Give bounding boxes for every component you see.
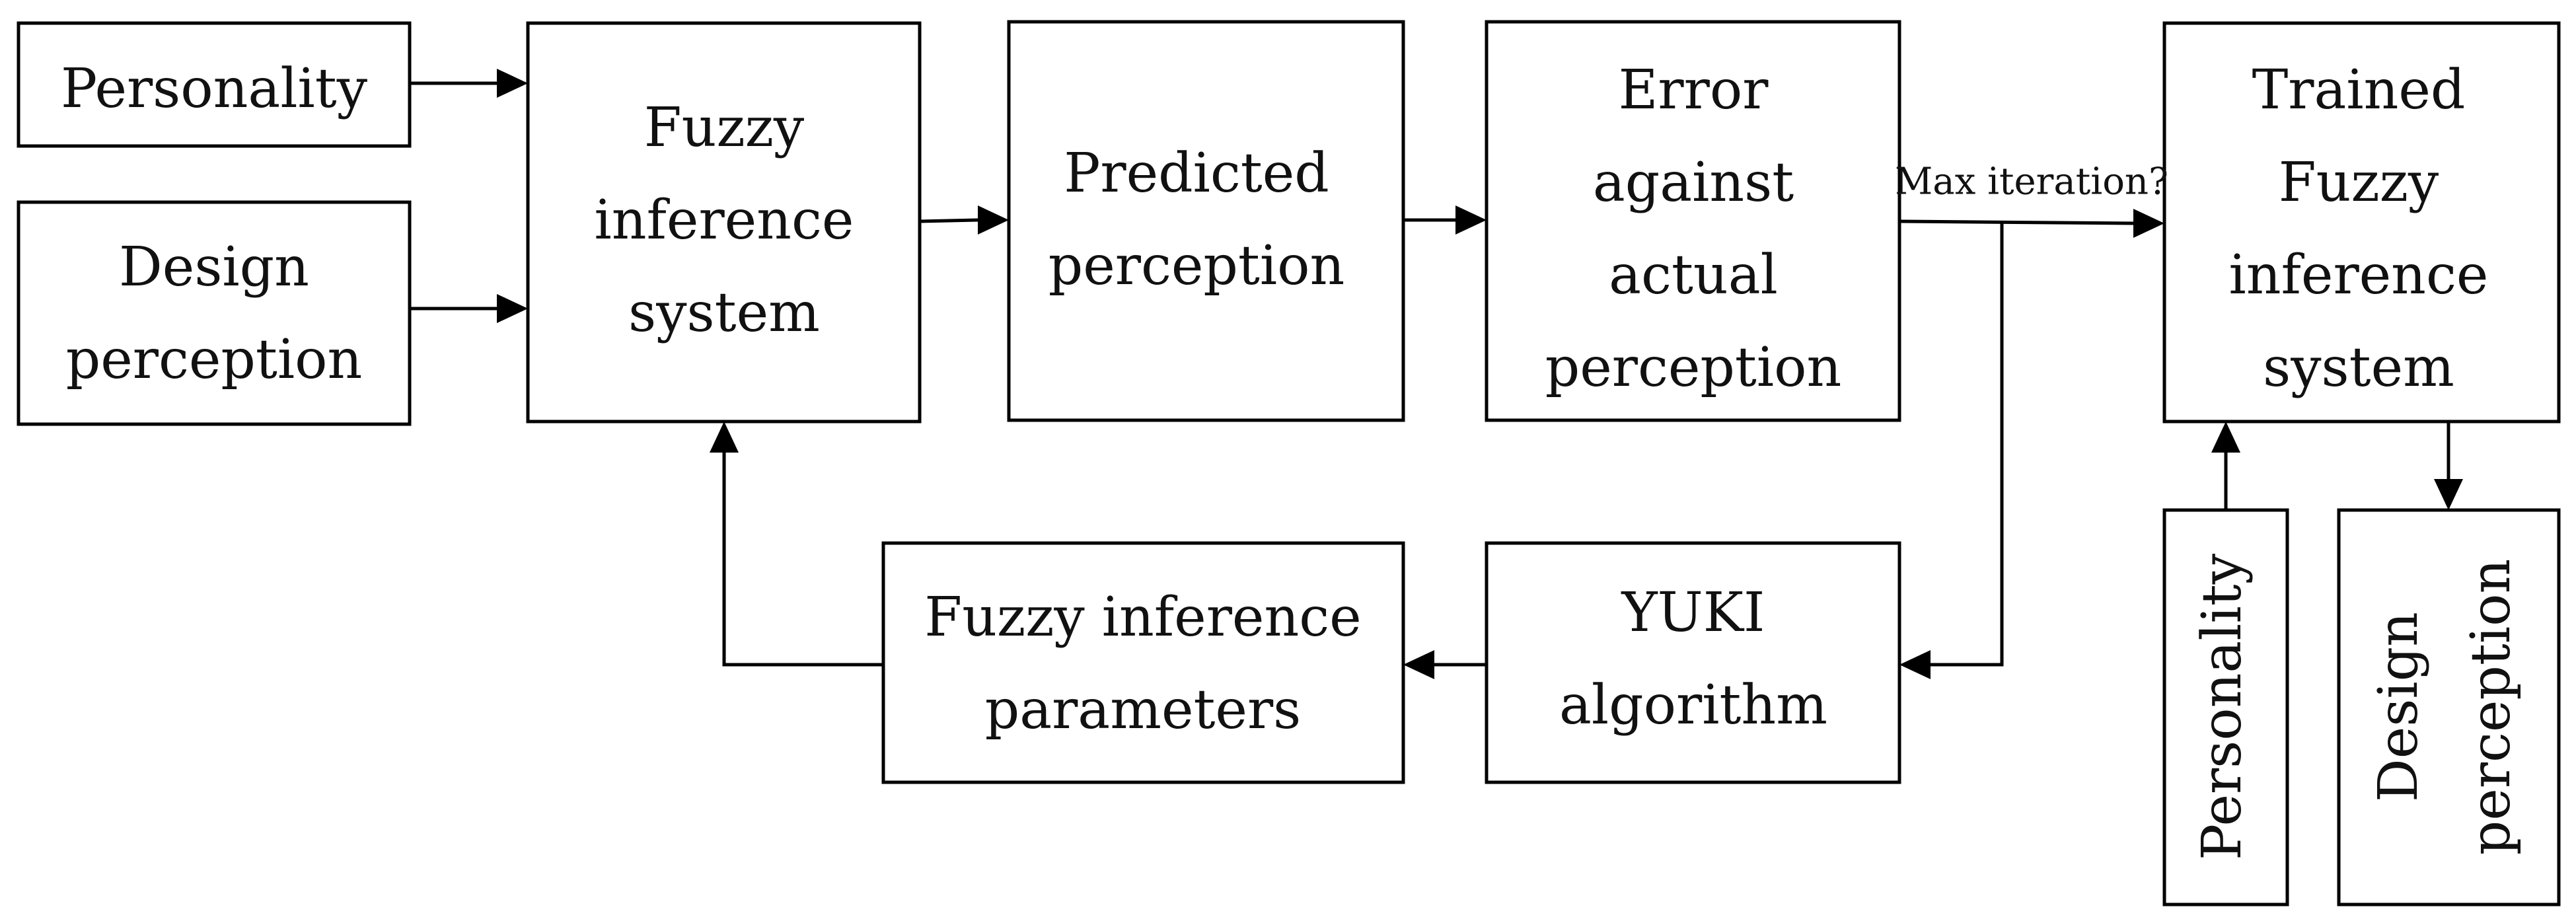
design-perception-input-label: Design perception [66,236,363,391]
arrowhead [2434,479,2463,510]
arrowhead [497,69,528,98]
label-line: against [1593,151,1794,214]
label-line: perception [2460,559,2522,856]
connector-trained-to-design [2434,422,2463,510]
fuzzy-inference-parameters-box: Fuzzy inference parameters [881,541,1405,784]
label-line: perception [1049,235,1345,297]
max-iteration-annotation: Max iteration? [1895,161,2168,203]
predicted-perception-label: Predicted perception [1049,142,1345,297]
arrowhead [1899,650,1931,679]
arrowhead [2211,422,2240,453]
connector-personality-to-fis [410,69,528,98]
connector-error-to-yuki [1899,222,2004,679]
error-against-actual-box: Error against actual perception [1485,20,1901,422]
fuzzy-inference-parameters-label: Fuzzy inference parameters [924,586,1361,741]
label-line: parameters [985,679,1302,741]
fuzzy-inference-system-label: Fuzzy inference system [595,96,854,344]
label-line: Personality [61,57,368,120]
connector-personality-to-trained [2211,422,2240,510]
yuki-algorithm-box: YUKI algorithm [1485,541,1901,784]
label-line: Design [119,236,309,299]
label-line: inference [595,189,854,252]
fuzzy-inference-system-box: Fuzzy inference system [526,21,922,424]
label-line: inference [2229,244,2489,307]
connector-parameters-to-fis [710,422,883,667]
arrowhead [497,294,528,323]
label-line: algorithm [1559,674,1827,737]
predicted-perception-box: Predicted perception [1007,20,1405,422]
label-line: system [628,281,820,344]
personality-input-label: Personality [61,57,368,120]
personality-output-label: Personality [2191,553,2254,860]
label-line: Design [2367,612,2430,802]
label-line: Trained [2252,59,2466,122]
label-line: Personality [2191,553,2254,860]
arrowhead [2133,209,2164,238]
yuki-algorithm-label: YUKI algorithm [1559,581,1827,737]
label-line: Fuzzy inference [924,586,1361,649]
label-line: actual [1609,244,1778,307]
label-line: perception [66,328,363,391]
error-against-actual-label: Error against actual perception [1545,59,1842,399]
personality-input-box: Personality [17,21,412,148]
personality-output-box: Personality [2162,508,2289,906]
arrowhead [978,205,1009,235]
label-line: perception [1545,336,1842,399]
design-perception-input-box: Design perception [17,200,412,426]
design-perception-output-label: Design perception [2367,559,2522,856]
label-line: Error [1619,59,1769,122]
connector-design-to-fis [410,294,528,323]
label-line: Fuzzy [2279,151,2439,214]
label-line: Predicted [1064,142,1329,205]
label-line: Fuzzy [644,96,805,159]
label-line: YUKI [1621,581,1765,644]
arrowhead [1403,650,1434,679]
connector-error-to-trained [1899,209,2164,238]
arrowhead [710,422,739,453]
connector-predicted-to-error [1403,205,1487,235]
arrowhead [1455,205,1487,235]
connector-fis-to-predicted [919,205,1009,235]
connector-yuki-to-parameters [1403,650,1487,679]
label-line: system [2263,336,2454,399]
design-perception-output-box: Design perception [2337,508,2561,906]
